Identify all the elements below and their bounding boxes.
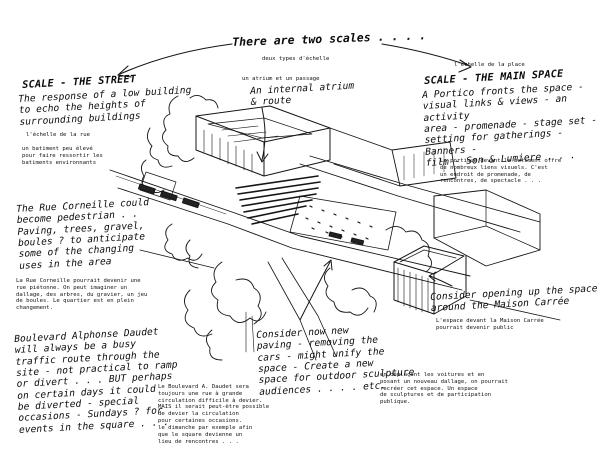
boulevard-daudet-french-text: Le Boulevard A. Daudet sera toujours une… xyxy=(158,384,270,445)
street-scale-french-label: l'échelle de la rue xyxy=(26,132,90,138)
boulevard-daudet-text: Boulevard Alphonse Daudet will always be… xyxy=(14,326,178,436)
right-buildings xyxy=(329,127,541,267)
main-building xyxy=(195,105,331,177)
tree-cluster-center xyxy=(184,261,267,361)
place-scale-french-label: l'échelle de la place xyxy=(454,62,525,68)
title-arrows xyxy=(117,43,472,78)
rue-corneille-french-text: La Rue Corneille pourrait devenir une ru… xyxy=(16,278,148,312)
maison-arrow xyxy=(428,271,453,287)
rue-corneille-text: The Rue Corneille could become pedestria… xyxy=(16,197,150,272)
street-scale-french-text: un batiment peu élevé pour faire ressort… xyxy=(22,146,103,166)
title-french: deux types d'échelle xyxy=(262,56,330,62)
lower-streets xyxy=(139,249,561,361)
tree-cluster-right xyxy=(324,226,432,316)
plaza-square xyxy=(289,195,397,251)
portico-hatching xyxy=(235,175,321,225)
maison-carree-temple xyxy=(393,245,467,315)
place-scale-text: A Portico fronts the space - visual link… xyxy=(422,81,598,169)
atrium-arrow xyxy=(256,107,269,163)
maison-carree-french-text: L'espace devant la Maison Carrée pourrai… xyxy=(436,318,544,331)
street-cars xyxy=(137,183,365,246)
new-paving-french-text: en déplaçant les voitures et en posant u… xyxy=(380,372,508,406)
place-scale-french-text: Le portique devant le batiment offre de … xyxy=(440,158,562,185)
tree-cluster-left xyxy=(141,95,219,269)
atrium-french: un atrium et un passage xyxy=(242,76,320,82)
paving-arrow xyxy=(299,259,333,321)
